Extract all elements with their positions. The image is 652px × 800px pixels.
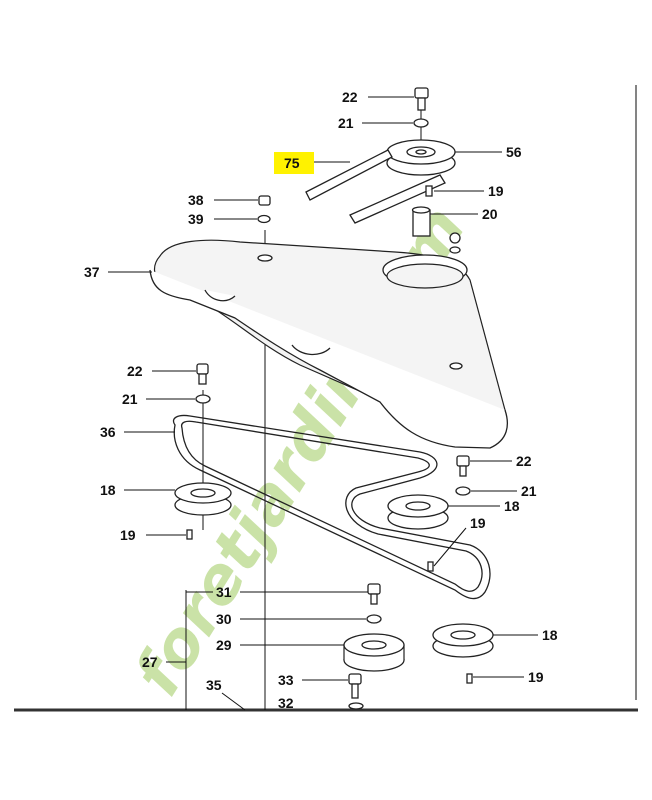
bolt-22-mid-shank [198, 373, 207, 385]
callout-21-mid: 21 [122, 391, 138, 407]
callout-30: 30 [216, 611, 232, 627]
washer-32 [348, 702, 364, 710]
washer-21-right [455, 486, 471, 496]
callout-18-mid: 18 [504, 498, 520, 514]
callout-19-b: 19 [120, 527, 136, 543]
pulley-18-left [174, 482, 232, 516]
callout-27: 27 [142, 654, 158, 670]
callout-22-mid: 22 [127, 363, 143, 379]
bolt-22-mid [196, 363, 209, 375]
callout-75: 75 [284, 155, 300, 171]
callout-18-right: 18 [542, 627, 558, 643]
bolt-33 [348, 673, 362, 685]
pin-19-mid [427, 561, 434, 572]
washer-39 [257, 214, 271, 224]
callout-22-top: 22 [342, 89, 358, 105]
pin-19-lower [466, 673, 473, 684]
callout-19-a: 19 [488, 183, 504, 199]
belt-36 [172, 414, 491, 600]
bolt-31-shank [370, 593, 378, 605]
callout-56: 56 [506, 144, 522, 160]
bolt-33-shank [351, 683, 359, 699]
bolt-31 [367, 583, 381, 595]
callout-29: 29 [216, 637, 232, 653]
belt-75 [305, 149, 446, 224]
washer-small [449, 246, 461, 254]
callout-33: 33 [278, 672, 294, 688]
callout-labels: 22 21 75 56 19 20 38 39 37 22 21 36 22 2… [84, 89, 558, 711]
callout-19-c: 19 [470, 515, 486, 531]
highlight-75 [274, 152, 314, 174]
callout-32: 32 [278, 695, 294, 711]
bolt-22-right [456, 455, 470, 467]
callout-38: 38 [188, 192, 204, 208]
bolt-38 [258, 195, 271, 206]
callout-31: 31 [216, 584, 232, 600]
bolt-22-top [414, 87, 429, 111]
pulley-56 [386, 139, 456, 176]
callout-22-right: 22 [516, 453, 532, 469]
washer-30 [366, 614, 382, 624]
callout-39: 39 [188, 211, 204, 227]
leader-lines [108, 96, 538, 711]
callout-37: 37 [84, 264, 100, 280]
pulley-18-mid [387, 494, 449, 530]
washer-21-top [413, 118, 429, 128]
pin-19-top [425, 185, 433, 197]
cover-37 [149, 239, 508, 449]
nut-small [449, 232, 461, 244]
callout-19-d: 19 [528, 669, 544, 685]
pin-19-left [186, 529, 193, 540]
washer-21-mid [195, 394, 211, 404]
callout-35: 35 [206, 677, 222, 693]
pulley-18-right [432, 623, 494, 658]
callout-20: 20 [482, 206, 498, 222]
sleeve-20 [411, 206, 431, 237]
pulley-29 [343, 633, 405, 672]
callout-36: 36 [100, 424, 116, 440]
bolt-22-right-shank [459, 465, 467, 477]
callout-21-right: 21 [521, 483, 537, 499]
callout-18-left: 18 [100, 482, 116, 498]
callout-21-top: 21 [338, 115, 354, 131]
